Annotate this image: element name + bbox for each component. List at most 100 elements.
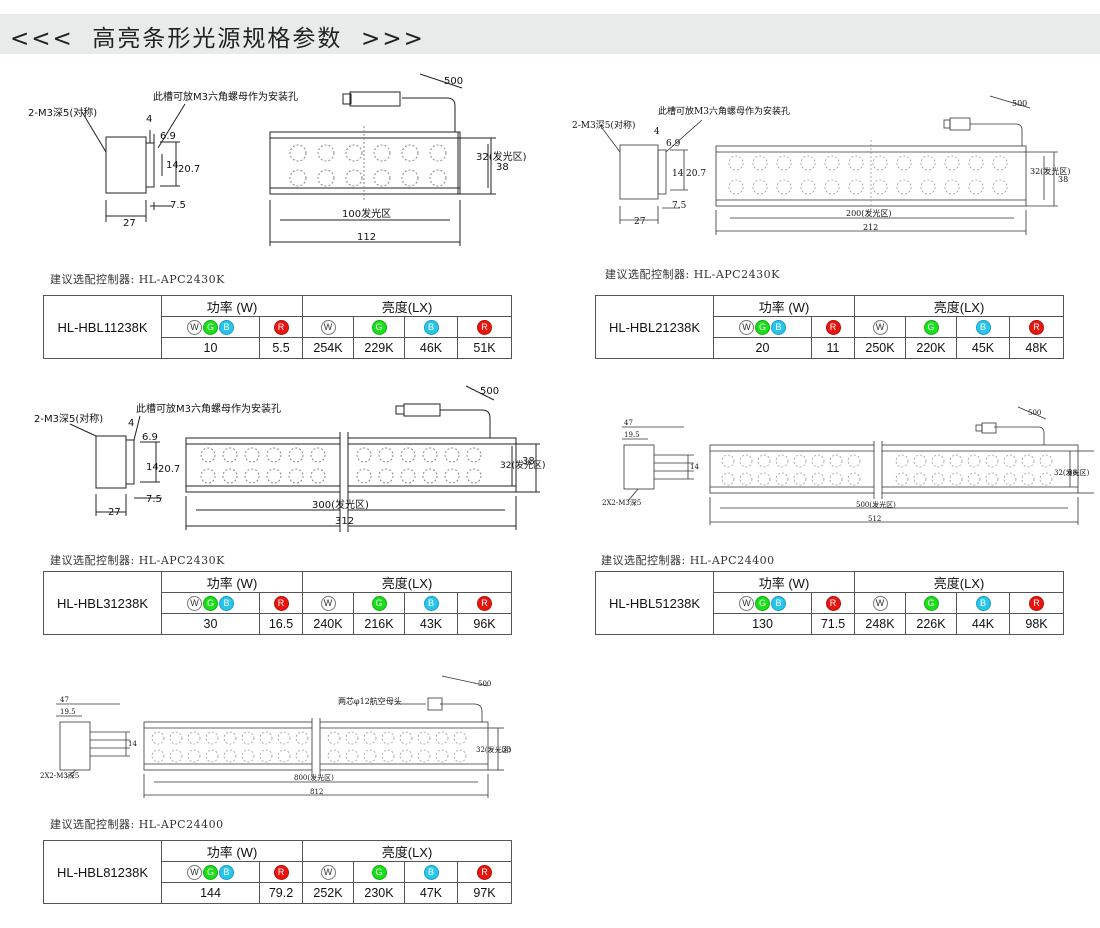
lux-w-value: 248K (854, 613, 907, 635)
green-led-icon: G (755, 319, 770, 335)
model-name: HL-HBL31238K (43, 571, 162, 635)
red-led-icon: R (477, 864, 493, 880)
emit-height: 32(发光区) (1054, 468, 1090, 477)
power-r-value: 11 (810, 337, 856, 359)
power-r-value: 71.5 (810, 613, 856, 635)
lux-header: 亮度(LX) (854, 571, 1065, 593)
slot-label: 此槽可放M3六角螺母作为安装孔 (136, 402, 281, 415)
dim-14: 14 (128, 740, 137, 748)
emit-width: 300(发光区) (312, 498, 369, 511)
white-led-icon: W (872, 319, 888, 335)
lux-r-value: 98K (1009, 613, 1065, 635)
mount-label: 2X2-M3深5 (40, 771, 79, 780)
drawing-hbl212-svg: 2-M3深5(对称) 此槽可放M3六角螺母作为安装孔 4 6.9 14 20.7… (572, 95, 1070, 235)
blue-led-icon: B (219, 864, 234, 880)
controller-note-4: 建议选配控制器: HL-APC24400 (601, 554, 775, 567)
power-wgb-value: 130 (713, 613, 812, 635)
bar-body (269, 131, 461, 195)
dim-19-5: 19.5 (60, 708, 76, 716)
controller-note-1: 建议选配控制器: HL-APC2430K (50, 273, 225, 286)
total-width: 512 (868, 515, 881, 523)
white-led-icon: W (320, 595, 336, 611)
dim-6-9: 6.9 (142, 432, 158, 443)
red-led-icon: R (825, 595, 841, 611)
dim-14: 14 (672, 169, 684, 179)
lux-header: 亮度(LX) (302, 571, 513, 593)
mount-label: 2-M3深5(对称) (34, 412, 103, 425)
drawing-hbl112-svg: 2-M3深5(对称) 此槽可放M3六角螺母作为安装孔 4 6.9 14 20.7… (28, 73, 527, 246)
red-led-icon: R (477, 595, 493, 611)
emit-width: 200(发光区) (846, 208, 892, 218)
blue-led-icon: B (771, 319, 786, 335)
dim-20-7: 20.7 (158, 464, 180, 475)
red-led-icon: R (273, 595, 289, 611)
lux-header: 亮度(LX) (854, 295, 1065, 317)
lux-w-value: 252K (302, 882, 355, 904)
dim-7-5: 7.5 (146, 494, 162, 505)
green-led-icon: G (371, 864, 387, 880)
white-led-icon: W (872, 595, 888, 611)
lux-w-value: 250K (854, 337, 907, 359)
emit-width: 500(发光区) (856, 500, 896, 509)
mount-label: 2X2-M3深5 (602, 498, 641, 507)
blue-led-icon: B (219, 595, 234, 611)
power-wgb-value: 10 (161, 337, 260, 359)
drawing-hbl812: 47 19.5 14 2X2-M3深5 两芯φ12航空母头 500 32(发光区… (36, 672, 536, 802)
lux-r-value: 97K (457, 882, 513, 904)
white-led-icon: W (739, 595, 754, 611)
blue-led-icon: B (423, 319, 439, 335)
dim-47: 47 (624, 419, 633, 427)
green-led-icon: G (371, 595, 387, 611)
power-r-value: 79.2 (258, 882, 304, 904)
dim-27: 27 (123, 218, 136, 229)
dim-14: 14 (166, 160, 179, 171)
blue-led-icon: B (771, 595, 786, 611)
model-name: HL-HBL51238K (595, 571, 714, 635)
emit-height: 32(发光区) (476, 150, 527, 163)
green-led-icon: G (923, 595, 939, 611)
emit-height: 32(发光区) (476, 745, 512, 754)
drawing-hbl512-svg: 47 19.5 14 2X2-M3深5 500 32(发光区) 38 500(发… (602, 406, 1094, 525)
cable-length: 500 (1012, 99, 1027, 108)
controller-note-2: 建议选配控制器: HL-APC2430K (605, 268, 780, 281)
side-profile (105, 136, 147, 194)
red-led-icon: R (273, 319, 289, 335)
dim-7-5: 7.5 (672, 201, 687, 211)
cable-length: 500 (480, 386, 499, 397)
body-height: 38 (1068, 469, 1077, 477)
cable-length: 500 (1028, 409, 1041, 417)
white-led-icon: W (320, 864, 336, 880)
dim-19-5: 19.5 (624, 431, 640, 439)
lux-header: 亮度(LX) (302, 840, 513, 862)
lux-b-value: 45K (956, 337, 1011, 359)
lux-r-value: 48K (1009, 337, 1065, 359)
power-header: 功率 (W) (160, 571, 304, 593)
lux-r-value: 96K (457, 613, 513, 635)
lux-b-value: 47K (404, 882, 459, 904)
page-header: <<< 高亮条形光源规格参数 >>> (0, 14, 1100, 54)
page-title: <<< 高亮条形光源规格参数 >>> (10, 26, 425, 52)
total-width: 312 (335, 516, 354, 527)
lux-w-value: 240K (302, 613, 355, 635)
lux-b-value: 46K (404, 337, 459, 359)
power-header: 功率 (W) (160, 295, 304, 317)
total-width: 212 (863, 223, 878, 232)
blue-led-icon: B (423, 864, 439, 880)
blue-led-icon: B (423, 595, 439, 611)
power-wgb-value: 30 (161, 613, 260, 635)
white-led-icon: W (187, 864, 202, 880)
emit-width: 800(发光区) (294, 773, 334, 782)
power-header: 功率 (W) (712, 571, 856, 593)
power-r-value: 16.5 (258, 613, 304, 635)
green-led-icon: G (755, 595, 770, 611)
cable-length: 500 (478, 680, 491, 688)
body-height: 38 (496, 162, 509, 173)
emit-height: 32(发光区) (1030, 166, 1070, 176)
drawing-hbl212: 2-M3深5(对称) 此槽可放M3六角螺母作为安装孔 4 6.9 14 20.7… (560, 90, 1080, 250)
green-led-icon: G (371, 319, 387, 335)
dim-20-7: 20.7 (686, 169, 706, 179)
